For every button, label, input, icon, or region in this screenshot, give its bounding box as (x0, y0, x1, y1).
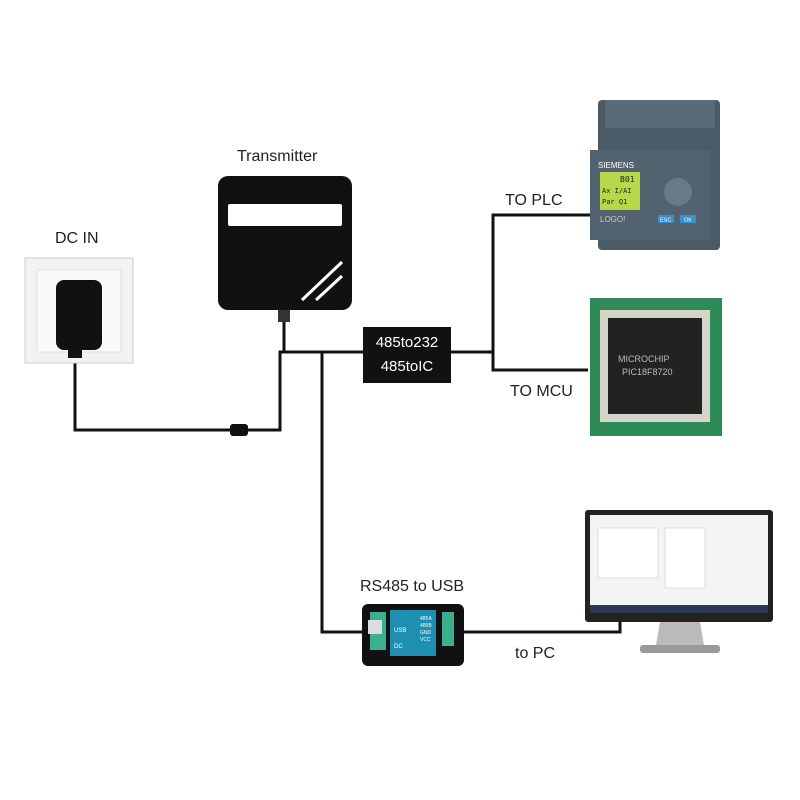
usb-module-dc-label: DC (394, 644, 403, 650)
usb-module-image: USB DC 485A 485B GND VCC (362, 604, 464, 666)
mcu-image: MICROCHIP PIC18F8720 (590, 298, 722, 436)
dc-wire (73, 350, 363, 432)
converter-box: 485to232 485toIC (363, 327, 451, 383)
plc-wire (491, 213, 595, 372)
to-mcu-label: TO MCU (510, 383, 573, 400)
rs485-to-usb-label: RS485 to USB (360, 578, 465, 595)
to-plc-label: TO PLC (505, 192, 563, 209)
mcu-part: PIC18F8720 (622, 367, 673, 377)
plc-screen-line3: Par Q1 (602, 198, 627, 206)
usb-module-pin: GND (420, 630, 432, 636)
transmitter-label: Transmitter (237, 148, 318, 165)
pc-monitor-image (585, 510, 773, 653)
converter-line1: 485to232 (375, 334, 439, 351)
transmitter-image (218, 176, 352, 322)
plc-brand: SIEMENS (598, 161, 634, 170)
mcu-brand: MICROCHIP (618, 354, 670, 364)
usb-module-pin: 485A (420, 616, 432, 622)
plc-screen-line2: Ax I/AI (602, 187, 632, 195)
dc-socket-image (24, 257, 134, 364)
inline-plug (230, 424, 248, 436)
plc-model: LOGO! (600, 215, 625, 224)
pc-wire (462, 620, 622, 634)
usb-module-pin: VCC (420, 637, 431, 643)
plc-image: SIEMENS B01 Ax I/AI Par Q1 ESC OK LOGO! (590, 100, 720, 250)
to-pc-label: to PC (515, 645, 556, 662)
converter-line2: 485toIC (380, 358, 434, 375)
usb-module-pin: 485B (420, 623, 432, 629)
usb-wire (320, 352, 365, 634)
plc-ok-button: OK (684, 218, 692, 224)
dc-in-label: DC IN (55, 230, 99, 247)
usb-module-usb-label: USB (394, 628, 406, 634)
wires (73, 213, 622, 634)
plc-screen-line1: B01 (620, 175, 635, 184)
plc-esc-button: ESC (660, 218, 671, 224)
